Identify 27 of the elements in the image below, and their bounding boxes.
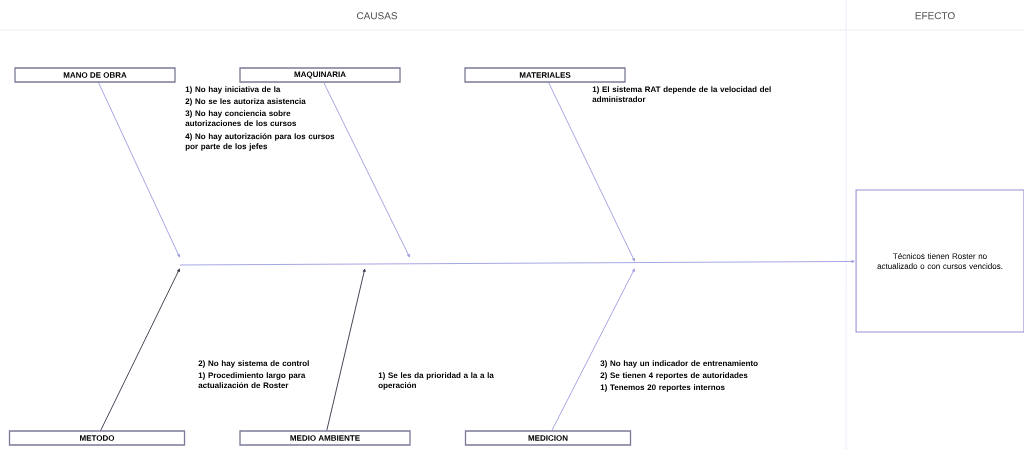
arrow bbox=[551, 268, 635, 431]
arrow bbox=[98, 82, 180, 258]
category-box: METODO bbox=[8, 430, 186, 446]
cause-text: 1) Procedimiento largo para actualización de Roster bbox=[198, 372, 306, 389]
cause-text: 1) Se les da prioridad a la a la operación bbox=[378, 372, 494, 390]
cause-text: 2) Se tienen 4 reportes de autoridades bbox=[600, 372, 748, 380]
cause-text: 1) Tenemos 20 reportes internos bbox=[600, 384, 725, 392]
category-box: MATERIALES bbox=[464, 67, 626, 83]
cause-text: 3) No hay conciencia sobre autorizaciones de los cursos bbox=[185, 110, 296, 127]
category-box: MAQUINARIA bbox=[239, 67, 401, 83]
arrow bbox=[548, 82, 635, 262]
cause-text: 3) No hay un indicador de entrenamiento bbox=[600, 360, 758, 368]
category-box: MEDIO AMBIENTE bbox=[239, 430, 411, 446]
effect-box: Técnicos tienen Roster no actualizado o con cursos vencidos. bbox=[855, 189, 1024, 333]
cause-text: 1) No hay iniciativa de la bbox=[185, 86, 281, 94]
cause-text: 4) No hay autorización para los cursos por parte de los jefes bbox=[185, 133, 335, 151]
cause-text: 2) No hay sistema de control bbox=[198, 360, 309, 368]
arrow bbox=[179, 260, 855, 266]
heading: EFECTO bbox=[915, 12, 955, 20]
cause-text: 1) El sistema RAT depende de la velocidad del administrador bbox=[592, 86, 771, 103]
category-box: MANO DE OBRA bbox=[14, 67, 176, 83]
heading: CAUSAS bbox=[356, 12, 398, 20]
arrow bbox=[100, 268, 180, 431]
category-box: MEDICION bbox=[464, 430, 632, 446]
cause-text: 2) No se les autoriza asistencia bbox=[185, 98, 306, 106]
arrow bbox=[326, 268, 366, 431]
arrow bbox=[323, 82, 410, 258]
